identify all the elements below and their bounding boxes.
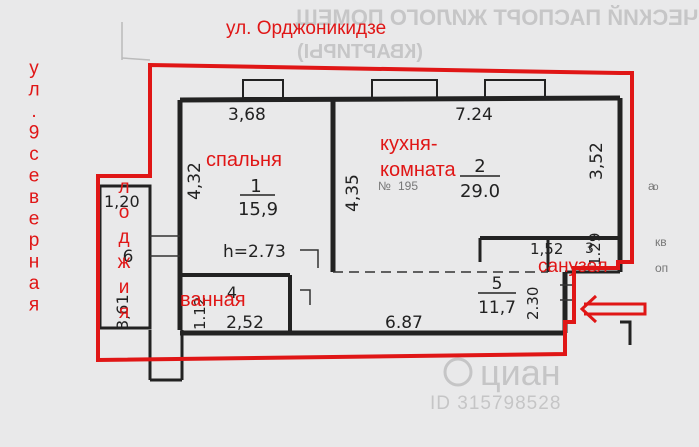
- side-date: кв: [655, 235, 667, 249]
- street-left-letter: а: [29, 273, 40, 294]
- entrance-arrow-body: [584, 302, 647, 316]
- watermark-id: ID 315798528: [430, 393, 561, 414]
- loggia-number: 6: [123, 247, 134, 267]
- loggia-letter: д: [118, 227, 129, 248]
- walls: [98, 79, 632, 382]
- window: [242, 79, 284, 99]
- side-document-text: а о № 195 кв оп: [378, 179, 668, 275]
- dim-bedroom-width: 3,68: [228, 105, 266, 125]
- bath-door: [300, 289, 311, 305]
- side-mark-a: а: [648, 179, 655, 193]
- window: [371, 79, 438, 99]
- mirrored-subtitle: (КВАРТИРЫ): [297, 41, 423, 63]
- street-left-letter: е: [29, 209, 40, 230]
- street-left-letter: я: [29, 295, 39, 316]
- dim-middle-wall: 4,35: [343, 174, 363, 212]
- street-left-letter: у: [29, 58, 39, 79]
- street-left-letter: л: [28, 80, 39, 101]
- dim-bath-height: 1.12: [191, 297, 209, 330]
- bedroom-label: спальня: [206, 149, 282, 171]
- bathroom-number: 4: [227, 283, 237, 302]
- loggia-door: [150, 235, 180, 257]
- kitchen-label-line1: кухня-: [380, 133, 438, 155]
- street-left-letter: н: [29, 252, 40, 273]
- dimensions: 3,68 7.24 4,32 4,35 3,52 1,20 h=2.73 1.1…: [104, 105, 607, 333]
- wc-number: 3: [585, 241, 594, 257]
- street-left-letter: е: [29, 166, 40, 187]
- kitchen-number: 2: [474, 156, 485, 177]
- loggia-letter: о: [119, 202, 130, 223]
- bedroom-area: 15,9: [238, 199, 278, 220]
- hall-area: 11,7: [478, 298, 516, 318]
- street-left-letter: 9: [29, 123, 40, 144]
- side-year: 195: [398, 179, 418, 193]
- window: [484, 79, 546, 99]
- bedroom-door: [300, 249, 319, 268]
- street-top: ул. Орджоникидзе: [226, 18, 386, 39]
- dim-ceiling-height: h=2.73: [223, 242, 286, 262]
- street-left-letter: р: [29, 230, 40, 251]
- hall-number: 5: [492, 274, 503, 294]
- loggia-letter: и: [119, 277, 130, 298]
- dim-kitchen-right: 3,52: [587, 142, 607, 180]
- watermark: циан ID 315798528: [430, 352, 561, 414]
- dim-kitchen-width: 7.24: [455, 105, 493, 125]
- wc-label: санузел: [538, 256, 608, 277]
- mirrored-header: ХНИЧЕСКИЙ ПАСПОРТ ЖИЛОГО ПОМЕЩ (КВАРТИРЫ…: [295, 5, 699, 63]
- kitchen-label-line2: комната: [380, 159, 457, 181]
- kitchen-area: 29.0: [460, 181, 500, 202]
- street-left-letter: с: [29, 144, 39, 165]
- dim-loggia-width: 1,20: [104, 192, 140, 211]
- side-floor: оп: [655, 261, 668, 275]
- dim-hall-length: 6.87: [385, 313, 423, 333]
- side-mark-o: о: [653, 182, 659, 193]
- mirrored-title: ХНИЧЕСКИЙ ПАСПОРТ ЖИЛОГО ПОМЕЩ: [295, 5, 699, 30]
- dim-wc-width: 1,52: [530, 240, 563, 258]
- scan-guide-line: [121, 57, 151, 61]
- loggia-area: 3,61: [113, 294, 132, 330]
- watermark-logo-icon: [443, 357, 473, 387]
- loggia-letter: ж: [118, 252, 131, 273]
- wall-outer: [620, 320, 632, 345]
- bedroom-number: 1: [250, 176, 261, 197]
- street-left-letter: в: [29, 187, 39, 208]
- red-outline: [96, 62, 647, 363]
- dim-hall-height: 2.30: [524, 287, 542, 320]
- loggia-letter: я: [119, 302, 129, 323]
- dim-wc-height: 1.29: [586, 233, 604, 266]
- dim-bedroom-height: 4,32: [185, 162, 205, 200]
- loggia-letter: л: [118, 177, 129, 198]
- bathroom-label: ванная: [180, 289, 246, 311]
- room-areas: 1 15,9 2 29.0 4 2,52 5 11,7 6 3,61 3: [113, 156, 594, 333]
- entrance-arrow-icon: [579, 294, 598, 324]
- street-left-letter: .: [31, 101, 36, 122]
- side-document-no: №: [378, 179, 391, 193]
- bathroom-area: 2,52: [226, 313, 264, 333]
- watermark-brand: циан: [480, 352, 561, 393]
